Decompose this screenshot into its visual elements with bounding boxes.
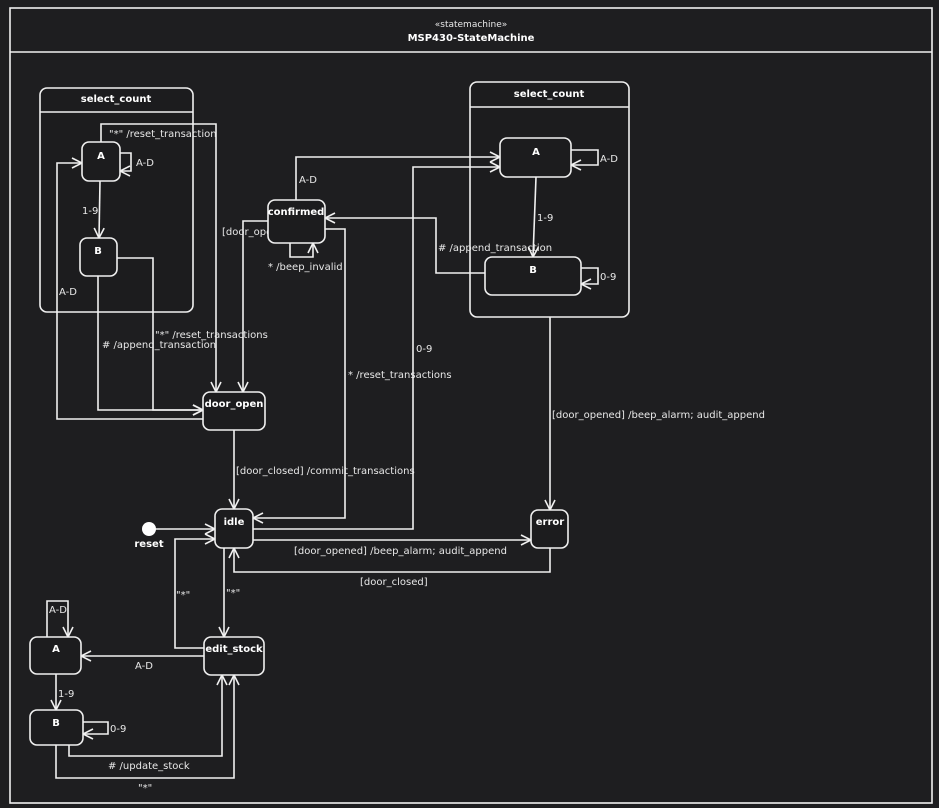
svg-text:A: A	[97, 151, 105, 162]
svg-text:edit_stock: edit_stock	[205, 644, 263, 655]
initial-label: reset	[134, 539, 163, 550]
svg-text:A: A	[52, 644, 60, 655]
label-door-closed-commit: [door_closed] /commit_transactions	[236, 466, 415, 477]
label-confirmed-AD: A-D	[299, 175, 317, 186]
edge-idle-to-right-A	[253, 167, 500, 530]
edge-confirmed-to-right-A	[295, 157, 500, 200]
edge-stock-B-self	[83, 721, 109, 734]
edge-left-A-self	[120, 152, 132, 171]
svg-text:B: B	[52, 718, 60, 729]
state-left-B[interactable]: B	[79, 237, 118, 277]
edge-stock-A-self	[46, 600, 68, 637]
label-edit-to-A: A-D	[135, 661, 153, 672]
statemachine-title: MSP430-StateMachine	[408, 33, 535, 44]
edge-right-A-to-B	[533, 176, 536, 257]
state-stock-B[interactable]: B	[29, 709, 84, 746]
label-right-append: # /append_transaction	[438, 243, 552, 254]
label-left-B-reset: "*" /reset_transactions	[155, 330, 268, 341]
state-right-A[interactable]: A	[499, 137, 572, 178]
edge-confirmed-door-opened	[243, 220, 268, 392]
label-left-B-append: # /append_transaction	[102, 340, 216, 351]
initial-pseudostate[interactable]: reset	[134, 522, 164, 550]
edge-left-B-append	[97, 276, 203, 410]
state-error[interactable]: error	[530, 509, 569, 549]
edge-stock-B-cancel	[55, 675, 234, 779]
edge-left-A-to-B	[99, 180, 100, 238]
label-idle-door-opened: [door_opened] /beep_alarm; audit_append	[294, 546, 507, 557]
label-left-A-to-B: 1-9	[82, 206, 98, 217]
svg-text:idle: idle	[224, 517, 245, 528]
edge-confirmed-to-idle	[253, 228, 346, 518]
svg-text:confirmed: confirmed	[268, 207, 325, 218]
label-idle-0-9: 0-9	[416, 344, 432, 355]
svg-text:door_open: door_open	[205, 399, 264, 410]
statemachine-frame	[9, 7, 933, 804]
stereotype-label: «statemachine»	[435, 20, 508, 30]
svg-text:B: B	[529, 265, 537, 276]
state-left-A[interactable]: A	[81, 141, 121, 182]
label-confirmed-beep-invalid: * /beep_invalid	[268, 262, 343, 273]
label-right-A-self: A-D	[600, 154, 618, 165]
edge-stock-B-update	[68, 675, 222, 757]
label-left-reset-transaction: "*" /reset_transaction	[109, 129, 217, 140]
composite-left-title: select_count	[81, 94, 152, 105]
label-stock-A-to-B: 1-9	[58, 689, 74, 700]
composite-right-title: select_count	[514, 89, 585, 100]
label-right-A-to-B: 1-9	[537, 213, 553, 224]
state-door-open[interactable]: door_open	[202, 391, 266, 431]
label-door-to-left-A: A-D	[59, 287, 77, 298]
label-error-door-closed: [door_closed]	[360, 577, 428, 588]
svg-text:A: A	[532, 147, 540, 158]
label-right-B-self: 0-9	[600, 272, 616, 283]
label-right-door-opened: [door_opened] /beep_alarm; audit_append	[552, 410, 765, 421]
edge-right-B-self	[581, 267, 599, 284]
edge-door-to-left-A	[56, 163, 203, 420]
edge-right-A-self	[571, 149, 599, 165]
label-stock-cancel: "*"	[138, 783, 152, 794]
label-idle-to-edit: "*"	[226, 588, 240, 599]
edge-edit-to-idle	[174, 539, 215, 649]
edge-left-A-reset	[100, 123, 216, 392]
label-confirmed-reset: * /reset_transactions	[348, 370, 452, 381]
state-idle[interactable]: idle	[214, 508, 254, 549]
state-edit-stock[interactable]: edit_stock	[203, 636, 265, 676]
state-right-B[interactable]: B	[484, 256, 582, 296]
label-stock-update: # /update_stock	[108, 761, 190, 772]
label-stock-A-self: A-D	[49, 605, 67, 616]
label-confirmed-door-opened: [door_opened]	[222, 227, 295, 238]
edge-confirmed-self	[289, 243, 313, 258]
label-stock-B-self: 0-9	[110, 724, 126, 735]
edge-error-to-idle	[234, 548, 551, 573]
label-edit-to-idle: "*"	[176, 590, 190, 601]
label-left-A-self: A-D	[136, 158, 154, 169]
state-stock-A[interactable]: A	[29, 636, 82, 675]
edge-right-B-to-confirmed	[325, 218, 485, 274]
state-confirmed[interactable]: confirmed	[267, 199, 326, 244]
svg-text:error: error	[536, 517, 565, 528]
svg-text:B: B	[94, 246, 102, 257]
composite-select-count-left[interactable]: select_count	[39, 87, 194, 313]
